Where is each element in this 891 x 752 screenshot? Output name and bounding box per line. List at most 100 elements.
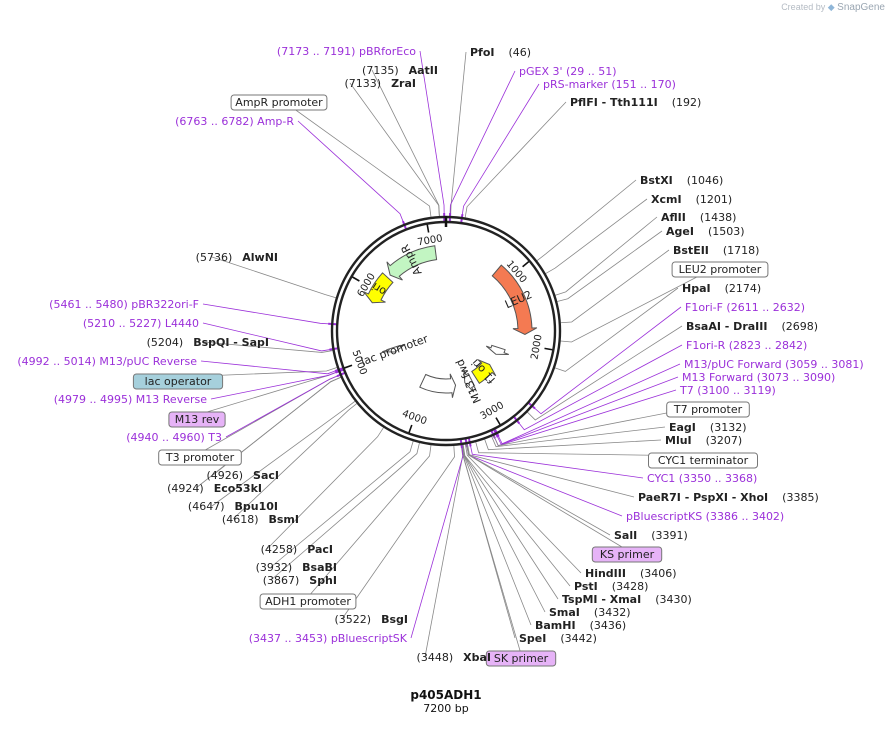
feature-site-label[interactable]: pRS-marker (151 .. 170) (543, 78, 676, 91)
site-label[interactable]: KS primer (592, 547, 661, 562)
site-label[interactable]: (5210 .. 5227) L4440 (83, 317, 199, 330)
site-label[interactable]: (3522)BsgI (335, 613, 408, 626)
enzyme-label[interactable]: (4618)BsmI (222, 513, 299, 526)
site-label[interactable]: F1ori-R (2823 .. 2842) (686, 339, 807, 352)
enzyme-label[interactable]: (5204)BspQI - SapI (147, 336, 269, 349)
feature-site-label[interactable]: M13 Forward (3073 .. 3090) (682, 371, 835, 384)
enzyme-label[interactable]: BsaAI - DraIII(2698) (686, 320, 818, 333)
site-label[interactable]: PstI(3428) (574, 580, 648, 593)
enzyme-label[interactable]: (7135)AatII (362, 64, 438, 77)
site-label[interactable]: (5204)BspQI - SapI (147, 336, 269, 349)
site-label[interactable]: AflII(1438) (661, 211, 736, 224)
site-label[interactable]: (4258)PacI (261, 543, 333, 556)
site-label[interactable]: pBluescriptKS (3386 .. 3402) (626, 510, 784, 523)
site-label[interactable]: (4926)SacI (206, 469, 279, 482)
enzyme-label[interactable]: SmaI(3432) (549, 606, 630, 619)
feature-box-label[interactable]: SK primer (494, 652, 549, 665)
enzyme-label[interactable]: (3448)XbaI (417, 651, 491, 664)
feature-site-label[interactable]: (4979 .. 4995) M13 Reverse (54, 393, 207, 406)
enzyme-label[interactable]: PaeR7I - PspXI - XhoI(3385) (638, 491, 819, 504)
feature-site-label[interactable]: (5461 .. 5480) pBR322ori-F (49, 298, 199, 311)
enzyme-label[interactable]: PstI(3428) (574, 580, 648, 593)
enzyme-label[interactable]: HindIII(3406) (585, 567, 677, 580)
enzyme-label[interactable]: (7133)ZraI (345, 77, 417, 90)
site-label[interactable]: MluI(3207) (665, 434, 742, 447)
site-label[interactable]: PfoI(46) (470, 46, 531, 59)
site-label[interactable]: T7 (3100 .. 3119) (679, 384, 776, 397)
enzyme-label[interactable]: SpeI(3442) (519, 632, 597, 645)
enzyme-label[interactable]: PfoI(46) (470, 46, 531, 59)
feature-box-label[interactable]: T3 promoter (165, 451, 235, 464)
site-label[interactable]: M13 rev (169, 412, 225, 427)
site-label[interactable]: M13 Forward (3073 .. 3090) (682, 371, 835, 384)
site-label[interactable]: XcmI(1201) (651, 193, 732, 206)
feature-box-label[interactable]: M13 rev (175, 413, 220, 426)
feature-site-label[interactable]: (3437 .. 3453) pBluescriptSK (249, 632, 408, 645)
site-label[interactable]: BstXI(1046) (640, 174, 723, 187)
site-label[interactable]: CYC1 terminator (649, 453, 758, 468)
site-label[interactable]: BstEII(1718) (673, 244, 759, 257)
site-label[interactable]: lac operator (133, 374, 222, 389)
site-label[interactable]: T7 promoter (667, 402, 750, 417)
enzyme-label[interactable]: HpaI(2174) (682, 282, 761, 295)
site-label[interactable]: HpaI(2174) (682, 282, 761, 295)
site-label[interactable]: (7173 .. 7191) pBRforEco (277, 45, 416, 58)
site-label[interactable]: EagI(3132) (669, 421, 746, 434)
feature-arrow[interactable] (420, 374, 456, 398)
feature-box-label[interactable]: CYC1 terminator (658, 454, 749, 467)
feature-box-label[interactable]: ADH1 promoter (265, 595, 351, 608)
site-label[interactable]: HindIII(3406) (585, 567, 677, 580)
feature-box-label[interactable]: LEU2 promoter (679, 263, 762, 276)
site-label[interactable]: (6763 .. 6782) Amp-R (175, 115, 294, 128)
site-label[interactable]: LEU2 promoter (672, 262, 768, 277)
site-label[interactable]: SK primer (486, 651, 555, 666)
enzyme-label[interactable]: MluI(3207) (665, 434, 742, 447)
enzyme-label[interactable]: XcmI(1201) (651, 193, 732, 206)
feature-box-label[interactable]: T7 promoter (673, 403, 743, 416)
site-label[interactable]: pRS-marker (151 .. 170) (543, 78, 676, 91)
site-label[interactable]: SmaI(3432) (549, 606, 630, 619)
enzyme-label[interactable]: TspMI - XmaI(3430) (562, 593, 692, 606)
enzyme-label[interactable]: SalI(3391) (614, 529, 688, 542)
feature-site-label[interactable]: (4940 .. 4960) T3 (126, 431, 222, 444)
site-label[interactable]: T3 promoter (159, 450, 242, 465)
feature-site-label[interactable]: T7 (3100 .. 3119) (679, 384, 776, 397)
feature-site-label[interactable]: pGEX 3' (29 .. 51) (519, 65, 617, 78)
feature-site-label[interactable]: F1ori-F (2611 .. 2632) (685, 301, 805, 314)
enzyme-label[interactable]: (3932)BsaBI (256, 561, 337, 574)
site-label[interactable]: (3867)SphI (263, 574, 337, 587)
site-label[interactable]: CYC1 (3350 .. 3368) (647, 472, 757, 485)
feature-site-label[interactable]: (5210 .. 5227) L4440 (83, 317, 199, 330)
site-label[interactable]: (4647)Bpu10I (188, 500, 278, 513)
site-label[interactable]: (4940 .. 4960) T3 (126, 431, 222, 444)
site-label[interactable]: ADH1 promoter (260, 594, 356, 609)
site-label[interactable]: (5736)AlwNI (196, 251, 278, 264)
site-label[interactable]: (3448)XbaI (417, 651, 491, 664)
enzyme-label[interactable]: (4926)SacI (206, 469, 279, 482)
site-label[interactable]: pGEX 3' (29 .. 51) (519, 65, 617, 78)
site-label[interactable]: PflFI - Tth111I(192) (570, 96, 701, 109)
site-label[interactable]: PaeR7I - PspXI - XhoI(3385) (638, 491, 819, 504)
enzyme-label[interactable]: BstEII(1718) (673, 244, 759, 257)
feature-site-label[interactable]: CYC1 (3350 .. 3368) (647, 472, 757, 485)
site-label[interactable]: F1ori-F (2611 .. 2632) (685, 301, 805, 314)
feature-site-label[interactable]: F1ori-R (2823 .. 2842) (686, 339, 807, 352)
site-label[interactable]: (7133)ZraI (345, 77, 417, 90)
enzyme-label[interactable]: (4924)Eco53kI (167, 482, 262, 495)
site-label[interactable]: M13/pUC Forward (3059 .. 3081) (684, 358, 864, 371)
enzyme-label[interactable]: BamHI(3436) (535, 619, 626, 632)
enzyme-label[interactable]: (5736)AlwNI (196, 251, 278, 264)
site-label[interactable]: SalI(3391) (614, 529, 688, 542)
feature-box-label[interactable]: KS primer (600, 548, 655, 561)
site-label[interactable]: (4992 .. 5014) M13/pUC Reverse (17, 355, 197, 368)
site-label[interactable]: (5461 .. 5480) pBR322ori-F (49, 298, 199, 311)
site-label[interactable]: (4924)Eco53kI (167, 482, 262, 495)
feature-site-label[interactable]: (6763 .. 6782) Amp-R (175, 115, 294, 128)
enzyme-label[interactable]: AgeI(1503) (666, 225, 745, 238)
enzyme-label[interactable]: (3867)SphI (263, 574, 337, 587)
feature-box-label[interactable]: lac operator (145, 375, 212, 388)
enzyme-label[interactable]: (3522)BsgI (335, 613, 408, 626)
feature-site-label[interactable]: (4992 .. 5014) M13/pUC Reverse (17, 355, 197, 368)
site-label[interactable]: (4618)BsmI (222, 513, 299, 526)
feature-box-label[interactable]: AmpR promoter (235, 96, 323, 109)
